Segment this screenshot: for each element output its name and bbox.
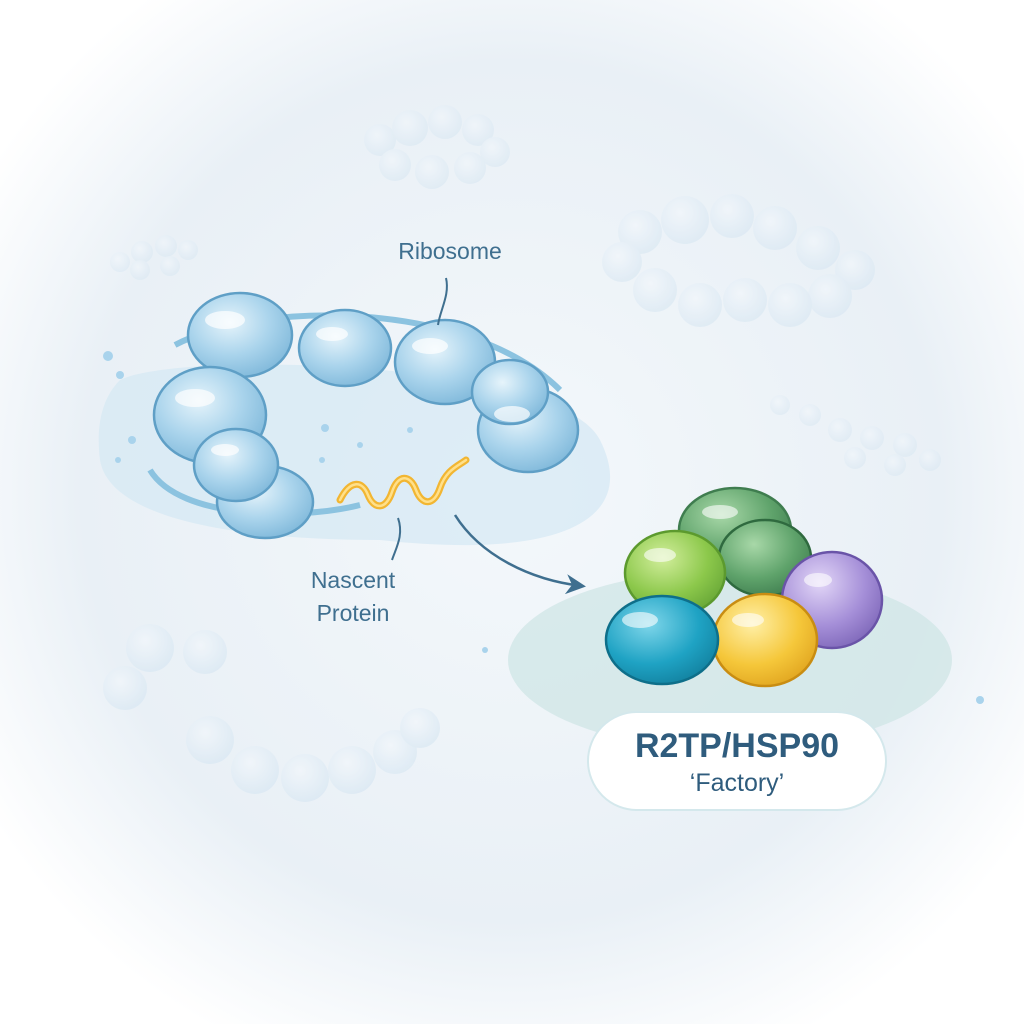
factory-title: R2TP/HSP90 bbox=[635, 727, 839, 765]
faint-cluster-bottom-left bbox=[103, 624, 440, 802]
nascent-protein-highlight bbox=[338, 458, 468, 508]
faint-cluster-top bbox=[364, 105, 510, 189]
factory-label-box bbox=[587, 711, 887, 811]
ribosome-subunit bbox=[297, 308, 393, 388]
ribosome-subunit bbox=[192, 427, 280, 503]
ribosome-label: Ribosome bbox=[398, 238, 502, 264]
nascent-label-line1: Nascent bbox=[311, 567, 396, 593]
nascent-label-line2: Protein bbox=[317, 600, 390, 626]
debris-dots bbox=[103, 351, 984, 704]
ribosome-highlights bbox=[175, 311, 530, 456]
faint-cluster-left bbox=[110, 235, 198, 280]
factory-subtitle: ‘Factory’ bbox=[690, 769, 784, 797]
subunit-yellow bbox=[711, 592, 819, 688]
subunit-blue bbox=[604, 594, 720, 686]
ribosome-subunit bbox=[186, 291, 294, 379]
nascent-leader-line bbox=[391, 517, 402, 561]
transfer-arrow bbox=[453, 514, 586, 595]
ribosome-leader-line bbox=[437, 277, 448, 326]
ribosome bbox=[147, 291, 580, 540]
faint-cluster-mid-right bbox=[770, 395, 941, 476]
ribosome-subunit bbox=[470, 358, 550, 426]
factory-complex bbox=[604, 486, 884, 688]
faint-cluster-right bbox=[602, 194, 875, 327]
